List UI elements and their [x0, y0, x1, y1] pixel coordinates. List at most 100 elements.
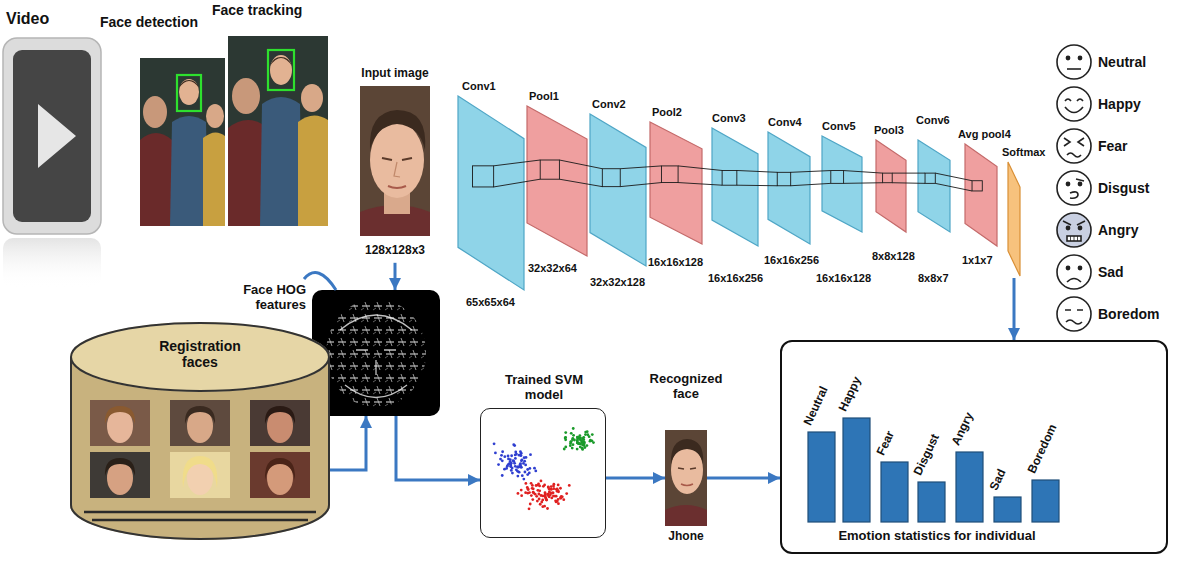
registered-face-thumbnail: [90, 452, 150, 498]
svm-sample-dot: [501, 459, 504, 462]
svm-sample-dot: [540, 479, 543, 482]
emotion-face-part: [1065, 309, 1083, 311]
input-face-picture-part: [370, 122, 424, 198]
conv-layer-shape: [590, 114, 646, 266]
receptive-field: [602, 169, 620, 187]
svm-sample-dot: [507, 455, 510, 458]
emotion-face-part: [1057, 213, 1091, 247]
svm-sample-dot: [518, 471, 521, 474]
svm-sample-dot: [526, 486, 529, 489]
svm-sample-dot: [497, 463, 500, 466]
emotion-face: [1057, 297, 1091, 331]
pool-layer-outline: [650, 122, 702, 244]
emotion-bars-part: [956, 452, 983, 522]
receptive-field: [925, 173, 935, 183]
svm-sample-dot: [531, 487, 534, 490]
receptive-field: [540, 160, 559, 179]
recognized-face-picture-part: [671, 439, 703, 464]
emotion-face-part: [1057, 255, 1091, 289]
emotion-face-part: [1057, 297, 1091, 331]
stage-title: Video: [6, 10, 49, 28]
emotion-face-part: [1063, 221, 1085, 225]
layer-size: 65x65x64: [466, 296, 515, 309]
svm-sample-dot: [564, 431, 567, 434]
receptive-field: [831, 171, 844, 184]
svm-sample-dot: [520, 494, 523, 497]
svm-sample-dot: [530, 482, 533, 485]
conv-layer-outline: [590, 114, 646, 266]
registration-database: Registration faces: [70, 322, 330, 540]
svm-sample-dot: [493, 442, 496, 445]
svm-sample-dot: [542, 485, 545, 488]
svm-sample-dot: [507, 458, 510, 461]
emotion-face-part: [1070, 192, 1078, 198]
svm-sample-dot: [541, 499, 544, 502]
face-detection-picture-part: [140, 58, 225, 226]
hog-picture: [312, 290, 440, 416]
svm-sample-dot: [534, 470, 537, 473]
svm-sample-dot: [509, 465, 512, 468]
image-size: 128x128x3: [365, 244, 425, 258]
svm-sample-dot: [522, 478, 525, 481]
svm-sample-dot: [557, 483, 560, 486]
svm-sample-dot: [549, 488, 552, 491]
registered-face-thumbnail-part: [185, 406, 215, 424]
emotion-label: Sad: [1098, 264, 1124, 280]
registered-face-thumbnail: [250, 452, 310, 498]
emotion-bars-part: [1032, 480, 1059, 522]
svm-sample-dot: [520, 454, 523, 457]
svm-sample-dot: [517, 492, 520, 495]
recognized-face-image: Recognized faceJhone: [665, 430, 707, 526]
svm-sample-dot: [571, 437, 574, 440]
receptive-field: [777, 172, 790, 185]
emotion-label: Neutral: [1098, 54, 1146, 70]
bar-label: Fear: [874, 429, 897, 458]
registered-face-thumbnail-part: [250, 452, 310, 498]
layer-size: 16x16x128: [816, 272, 871, 285]
flow-arrow: [396, 416, 480, 480]
pool-layer-shape: [965, 144, 997, 246]
svm-sample-dot: [530, 494, 533, 497]
svm-sample-dot: [521, 459, 524, 462]
conv-layer-shape: [712, 128, 758, 246]
box-label: Trained SVM model: [494, 373, 594, 403]
svm-sample-dot: [525, 456, 528, 459]
svm-sample-dot: [564, 436, 567, 439]
svm-sample-dot: [552, 487, 555, 490]
callout-curve: [304, 273, 336, 290]
svm-sample-dot: [570, 432, 573, 435]
emotion-label: Disgust: [1098, 180, 1149, 196]
video-icon-part: [13, 50, 91, 222]
svm-sample-dot: [519, 454, 522, 457]
pool-layer: Avg pool41x1x7: [965, 144, 997, 246]
panel-caption: Emotion statistics for individual: [838, 529, 1035, 544]
image-label: Face HOG features: [220, 283, 306, 313]
svm-sample-dot: [553, 495, 556, 498]
face-detection-picture-part: [143, 96, 167, 128]
svm-sample-dot: [579, 446, 582, 449]
svm-sample-dot: [519, 450, 522, 453]
svm-sample-dot: [522, 462, 525, 465]
svm-sample-dot: [559, 487, 562, 490]
pool-layer: Pool132x32x64: [527, 106, 587, 256]
input-face-picture-part: [388, 186, 406, 188]
face-tracking-picture: [228, 36, 328, 226]
pool-layer-outline: [876, 140, 906, 232]
face-detection-picture-part: [177, 75, 201, 111]
conv-layer-outline: [822, 136, 862, 232]
svm-sample-dot: [538, 498, 541, 501]
layer-name: Softmax: [1002, 146, 1045, 159]
emotion-face-part: [1067, 153, 1081, 157]
receptive-field: [661, 166, 678, 183]
recognized-face-picture-part: [665, 505, 707, 526]
input-face-picture-part: [394, 162, 400, 177]
svm-sample-dot: [524, 482, 527, 485]
face-detection-picture-part: [179, 80, 199, 88]
svm-sample-dot: [572, 443, 575, 446]
emotion-bars-part: [994, 497, 1021, 522]
emotion-face-part: [1067, 279, 1081, 283]
svm-sample-dot: [581, 443, 584, 446]
svm-sample-dot: [552, 483, 555, 486]
svm-sample-dot: [534, 493, 537, 496]
registered-face-thumbnail: [170, 400, 230, 446]
